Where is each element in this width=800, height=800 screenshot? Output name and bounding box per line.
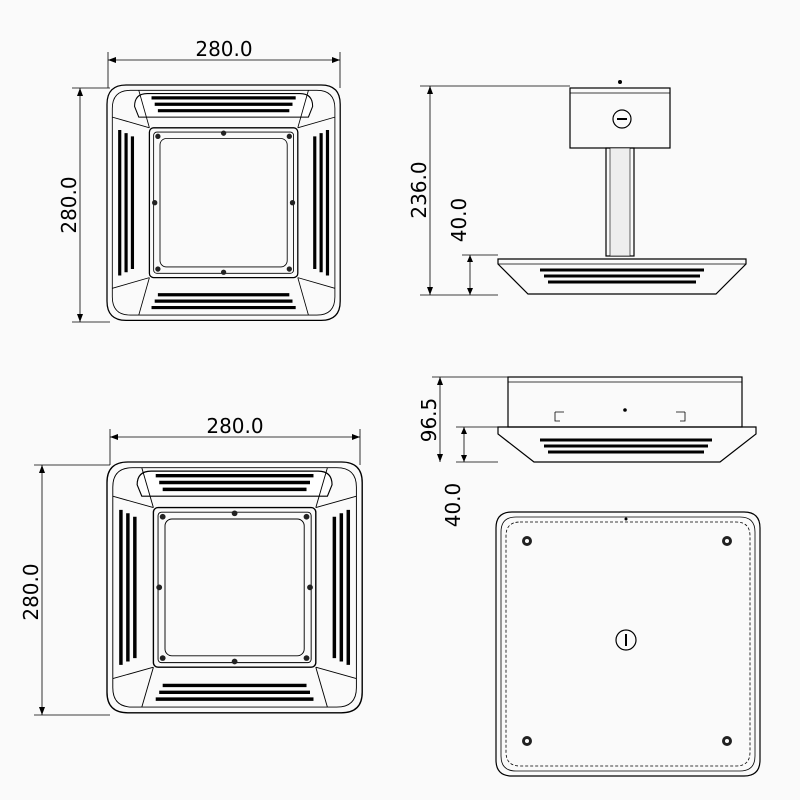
dimension-height-top-right: 236.0 [407,161,431,218]
front-view-bottom-left [34,429,364,716]
dimension-height-bottom-right: 96.5 [417,398,441,443]
dimension-sub-bottom-right: 40.0 [441,483,465,528]
back-view [495,511,761,777]
dimension-height-top-left: 280.0 [57,176,81,233]
side-view-mounted [420,80,747,296]
dimension-width-top-left: 280.0 [195,37,252,61]
side-view-flush [432,376,757,463]
front-view-top-left [72,52,342,323]
dimension-sub-top-right: 40.0 [447,198,471,243]
dimension-height-bottom-left: 280.0 [19,563,43,620]
dimension-width-bottom-left: 280.0 [206,414,263,438]
